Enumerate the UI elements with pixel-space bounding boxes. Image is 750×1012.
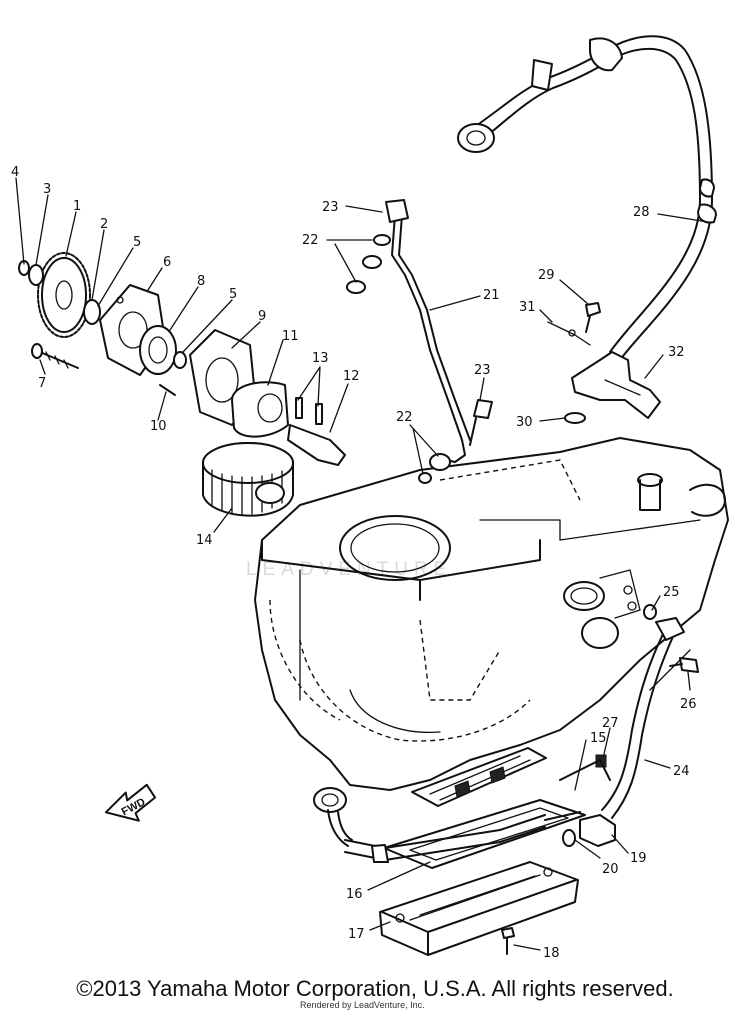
oil-pipe-upper: [346, 199, 493, 484]
strainer-cup: [231, 381, 289, 438]
crankcase: [254, 437, 729, 791]
callout-6: 6: [163, 255, 171, 270]
callout-25: 25: [663, 585, 680, 600]
callout-10: 10: [150, 419, 167, 434]
strainer-cover-assembly: [313, 747, 616, 956]
washer: [28, 264, 44, 286]
oil-pump-assembly: [18, 252, 346, 466]
callout-31: 31: [519, 300, 536, 315]
callout-11: 11: [282, 329, 299, 344]
callout-9: 9: [258, 309, 266, 324]
callout-12: 12: [343, 369, 360, 384]
oil-hose-upper: [457, 35, 717, 424]
callout-24: 24: [673, 764, 690, 779]
callout-18: 18: [543, 946, 560, 961]
callout-4: 4: [11, 165, 19, 180]
callout-1: 1: [73, 199, 81, 214]
callout-2: 2: [100, 217, 108, 232]
callout-3: 3: [43, 182, 51, 197]
pump-drive-gear: [37, 252, 91, 338]
callout-5a: 5: [133, 235, 141, 250]
oil-filter: [202, 442, 294, 517]
callout-22a: 22: [302, 233, 319, 248]
callout-14: 14: [196, 533, 213, 548]
callout-22b: 22: [396, 410, 413, 425]
callout-17: 17: [348, 927, 365, 942]
callout-13: 13: [312, 351, 329, 366]
gasket: [383, 799, 586, 869]
callout-23a: 23: [322, 200, 339, 215]
copyright-notice: ©2013 Yamaha Motor Corporation, U.S.A. A…: [76, 976, 674, 1001]
callout-8: 8: [197, 274, 205, 289]
callout-23b: 23: [474, 363, 491, 378]
oil-pipe-lower: [595, 604, 699, 819]
strainer-screen: [411, 747, 547, 807]
callout-19: 19: [630, 851, 647, 866]
callout-20: 20: [602, 862, 619, 877]
callout-27: 27: [602, 716, 619, 731]
callout-15: 15: [590, 731, 607, 746]
callout-7: 7: [38, 376, 46, 391]
leader-lines: [15, 177, 709, 951]
callout-5b: 5: [229, 287, 237, 302]
callout-labels: 4 3 1 2 5 6 8 5 9 11 7 10 13 12 14 23 22…: [11, 165, 697, 961]
callout-32: 32: [668, 345, 685, 360]
pipe-union: [579, 814, 616, 847]
callout-30: 30: [516, 415, 533, 430]
callout-29: 29: [538, 268, 555, 283]
rendered-by-note: Rendered by LeadVenture, Inc.: [300, 1000, 425, 1010]
callout-21: 21: [483, 288, 500, 303]
callout-28: 28: [633, 205, 650, 220]
union-bolt: [287, 424, 346, 466]
callout-26: 26: [680, 697, 697, 712]
callout-16: 16: [346, 887, 363, 902]
pump-bolt: [39, 351, 79, 369]
pump-rotor: [139, 325, 177, 375]
fwd-direction-arrow: FWD: [104, 783, 157, 822]
